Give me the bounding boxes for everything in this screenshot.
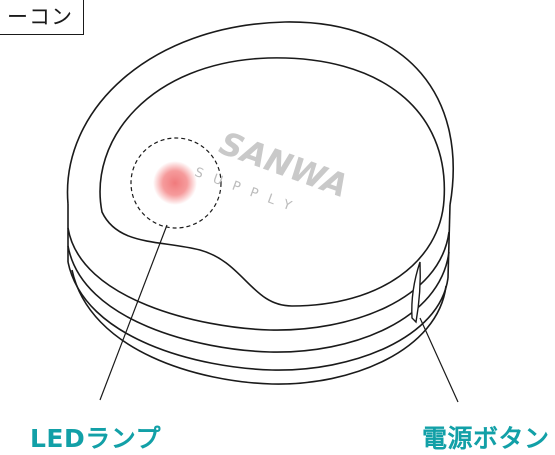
power-button-label: 電源ボタン (422, 424, 550, 453)
led-callout-line (99, 224, 168, 401)
device-body (66, 21, 454, 385)
top-face-outline (99, 57, 446, 307)
led-highlight-circle (130, 137, 222, 229)
body-band-3 (67, 261, 449, 371)
power-button[interactable] (411, 261, 421, 324)
led-lamp-label: LEDランプ (30, 424, 162, 453)
power-callout-line (419, 317, 459, 403)
section-heading-tab: ーコン (0, 0, 84, 35)
body-bottom-edge (71, 269, 447, 385)
led-lamp-light (153, 161, 197, 205)
body-side-right (447, 204, 451, 279)
body-outer-top-edge (66, 21, 454, 206)
section-heading-text: ーコン (7, 5, 73, 29)
